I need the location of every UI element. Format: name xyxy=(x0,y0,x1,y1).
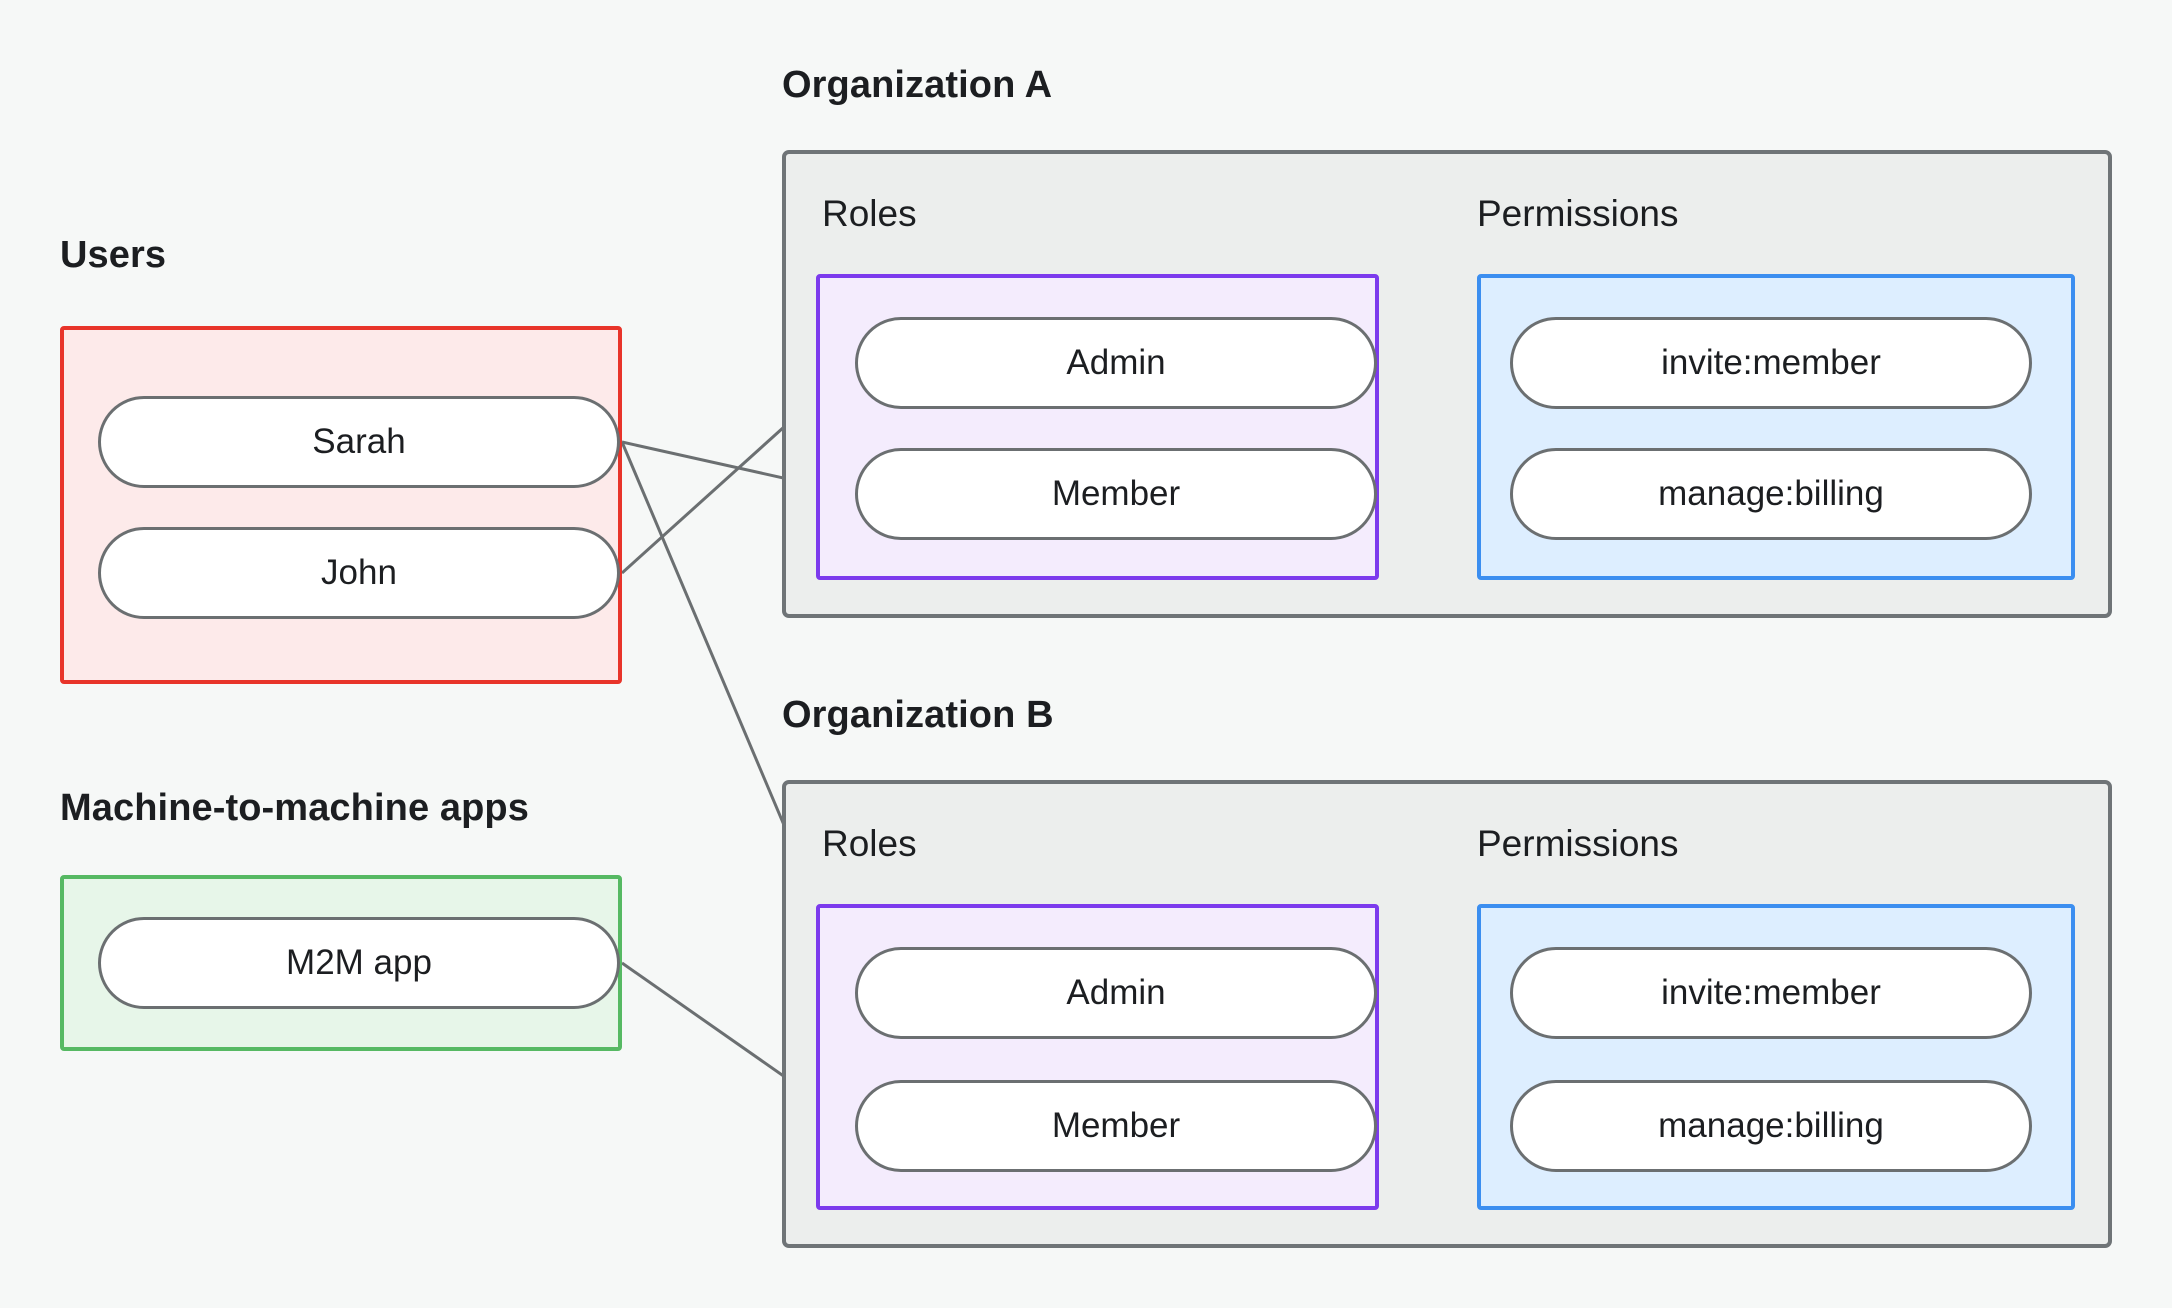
node-orgA-role-admin[interactable]: Admin xyxy=(855,317,1377,409)
users-group xyxy=(60,326,622,684)
node-orgA-permission-manage-billing[interactable]: manage:billing xyxy=(1510,448,2032,540)
node-orgB-permission-invite-member[interactable]: invite:member xyxy=(1510,947,2032,1039)
organization-a-roles-caption: Roles xyxy=(822,193,917,234)
m2m-caption: Machine-to-machine apps xyxy=(60,787,529,829)
node-m2m-app[interactable]: M2M app xyxy=(98,917,620,1009)
node-orgA-permission-invite-member[interactable]: invite:member xyxy=(1510,317,2032,409)
organization-a-caption: Organization A xyxy=(782,64,1053,106)
organization-b-roles-caption: Roles xyxy=(822,823,917,864)
organization-b-caption: Organization B xyxy=(782,694,1054,736)
users-caption: Users xyxy=(60,234,167,276)
node-user-sarah[interactable]: Sarah xyxy=(98,396,620,488)
node-orgA-role-member[interactable]: Member xyxy=(855,448,1377,540)
node-orgB-role-member[interactable]: Member xyxy=(855,1080,1377,1172)
organization-b-permissions-caption: Permissions xyxy=(1477,823,1679,864)
node-orgB-permission-manage-billing[interactable]: manage:billing xyxy=(1510,1080,2032,1172)
node-user-john[interactable]: John xyxy=(98,527,620,619)
node-orgB-role-admin[interactable]: Admin xyxy=(855,947,1377,1039)
organization-a-permissions-caption: Permissions xyxy=(1477,193,1679,234)
